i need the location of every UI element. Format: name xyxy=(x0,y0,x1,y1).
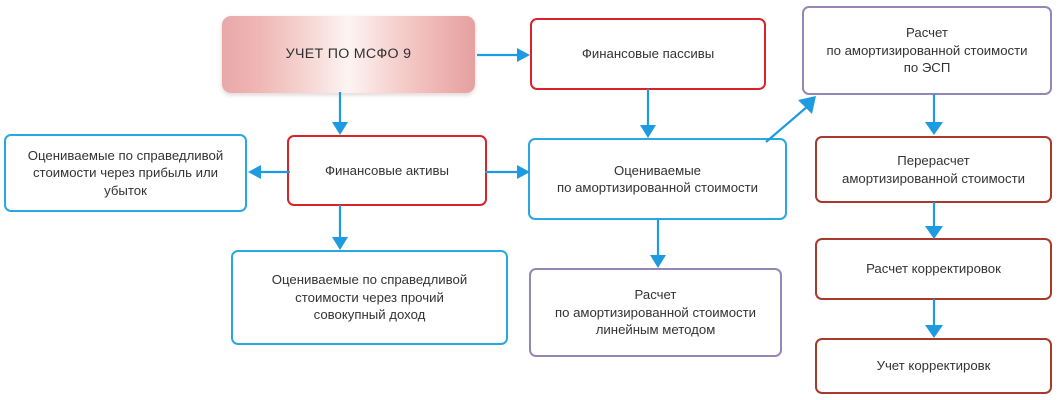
arrow-aktivy-to-spravedlivoy-sd xyxy=(328,205,352,253)
arrow-pereraschet-to-raschet-korr xyxy=(922,202,946,242)
node-finansovye-passivy[interactable]: Финансовые пассивы xyxy=(530,18,766,90)
node-label: Расчет по амортизированной стоимости лин… xyxy=(554,287,757,338)
arrow-passivy-to-ocenivaemye-amort xyxy=(636,89,660,141)
node-raschet-korrektirovok[interactable]: Расчет корректировок xyxy=(815,238,1052,300)
arrow-uchet-to-aktivy xyxy=(328,92,352,138)
arrow-aktivy-to-ocenivaemye-amort xyxy=(485,161,533,183)
node-pereraschet-amortizirovannoy[interactable]: Перерасчет амортизированной стоимости xyxy=(815,136,1052,203)
node-label: Расчет корректировок xyxy=(866,261,1001,277)
node-label: Расчет по амортизированной стоимости по … xyxy=(826,25,1028,76)
node-finansovye-aktivy[interactable]: Финансовые активы xyxy=(287,135,487,206)
node-label: Оцениваемые по справедливой стоимости че… xyxy=(27,147,224,198)
node-label: Оцениваемые по амортизированной стоимост… xyxy=(556,162,759,195)
arrow-ocenivaemye-to-esp-diagonal xyxy=(764,92,826,144)
node-ocenivaemye-spravedlivoy-pribyl-ubytok[interactable]: Оцениваемые по справедливой стоимости че… xyxy=(4,134,247,212)
arrow-aktivy-to-spravedlivoy-pu xyxy=(246,161,290,183)
node-raschet-lineynym-metodom[interactable]: Расчет по амортизированной стоимости лин… xyxy=(529,268,782,357)
node-label: Финансовые пассивы xyxy=(581,46,715,62)
node-uchet-msfo-9[interactable]: УЧЕТ ПО МСФО 9 xyxy=(222,16,475,93)
node-ocenivaemye-amortizirovannoy[interactable]: Оцениваемые по амортизированной стоимост… xyxy=(528,138,787,220)
arrow-esp-to-pereraschet xyxy=(922,94,946,138)
node-label: Оцениваемые по справедливой стоимости че… xyxy=(271,272,468,323)
node-label: УЧЕТ ПО МСФО 9 xyxy=(285,46,412,63)
node-label: Учет корректировк xyxy=(876,358,991,374)
node-raschet-esp[interactable]: Расчет по амортизированной стоимости по … xyxy=(802,6,1052,95)
arrow-ocenivaemye-to-lineyniy xyxy=(646,219,670,271)
arrow-uchet-to-passivy xyxy=(477,44,533,66)
node-label: Перерасчет амортизированной стоимости xyxy=(842,153,1025,186)
node-ocenivaemye-spravedlivoy-sovokupnyy-dohod[interactable]: Оцениваемые по справедливой стоимости че… xyxy=(231,250,508,345)
node-uchet-korrektirovk[interactable]: Учет корректировк xyxy=(815,338,1052,394)
node-label: Финансовые активы xyxy=(325,162,449,178)
arrow-raschet-korr-to-uchet-korr xyxy=(922,299,946,341)
